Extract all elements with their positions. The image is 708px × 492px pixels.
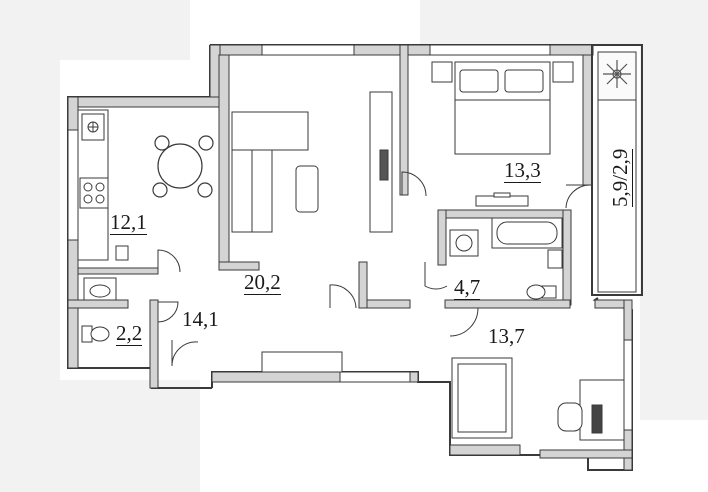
washer-icon — [449, 229, 479, 257]
dining-table-icon — [152, 135, 214, 198]
bedroom2-area-label: 13,7 — [488, 324, 525, 348]
balcony — [591, 44, 643, 296]
doors — [157, 171, 591, 367]
radiator-icon — [115, 245, 129, 261]
wc-toilet-icon — [81, 325, 110, 343]
nightstand-icon — [431, 61, 574, 83]
sofa-icon — [231, 111, 309, 233]
bathtub-icon — [491, 217, 563, 249]
windows — [67, 44, 633, 431]
hall-area-label: 14,1 — [182, 307, 219, 331]
bed-icon — [454, 61, 551, 155]
living-area-label: 20,2 — [244, 270, 281, 295]
plant-icon — [603, 60, 631, 88]
wardrobe-icon — [475, 192, 529, 207]
hall-wardrobe-icon — [261, 351, 343, 373]
bedroom1-area-label: 13,3 — [504, 158, 541, 183]
sink-icon — [87, 121, 99, 133]
kitchen-area-label: 12,1 — [110, 210, 147, 235]
chair-icon — [557, 402, 583, 432]
tv-unit-icon — [369, 91, 393, 233]
bed2-icon — [451, 357, 513, 439]
toilet-icon — [526, 284, 557, 300]
desk-icon — [579, 379, 625, 441]
wc-area-label: 2,2 — [116, 321, 143, 346]
kitchen-counter — [77, 109, 109, 261]
stove-icon — [83, 182, 105, 204]
wc-sink-icon — [83, 277, 117, 301]
coffee-table-icon — [295, 165, 319, 213]
bath-sink-icon — [547, 249, 563, 269]
balcony-area-label: 5,9/2,9 — [608, 148, 633, 207]
bathroom-area-label: 4,7 — [454, 275, 481, 300]
